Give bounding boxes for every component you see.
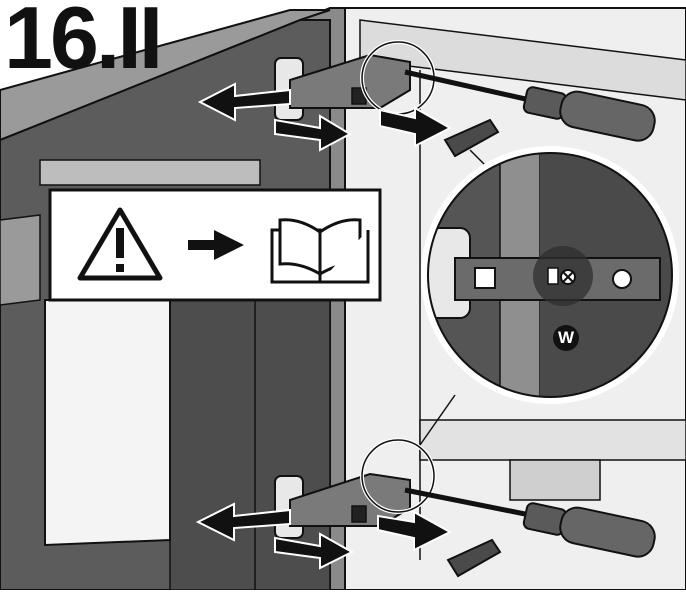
hinge-cap-top <box>443 118 500 158</box>
adjustment-screw-icon <box>560 269 576 285</box>
screwdriver-icon-bottom <box>404 487 656 558</box>
detail-callout <box>421 146 679 404</box>
step-title: 16.II <box>4 0 163 87</box>
hinge-bottom <box>274 438 436 539</box>
arrow-down-right-icon-top <box>274 114 353 152</box>
manual-book-icon <box>270 218 370 284</box>
arrow-down-right-icon-bottom <box>274 532 355 570</box>
hinge-cap-bottom <box>446 538 502 578</box>
warning-triangle-icon <box>77 207 163 281</box>
arrow-left-icon-top <box>197 82 291 122</box>
arrow-left-icon-bottom <box>195 502 291 542</box>
arrow-right-icon-bottom2 <box>377 510 453 552</box>
arrow-right-icon-top2 <box>379 106 453 148</box>
screwdriver-icon-top <box>404 69 656 142</box>
callout-label: W <box>553 325 579 351</box>
warning-sign-box <box>48 188 382 302</box>
arrow-right-icon <box>188 230 244 260</box>
